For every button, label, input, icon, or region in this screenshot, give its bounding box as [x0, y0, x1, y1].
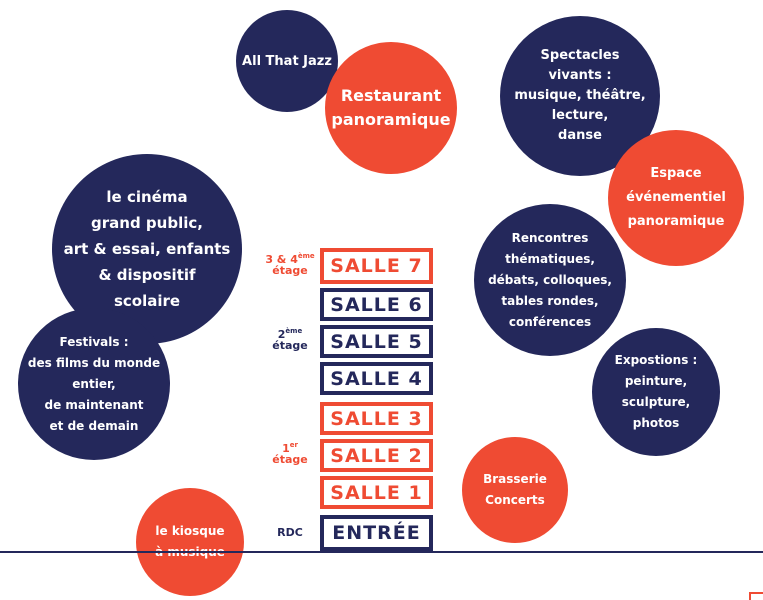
floor-salle-4: SALLE 4 — [320, 362, 433, 395]
floor-salle-1-label: SALLE 1 — [330, 481, 423, 504]
level-1-etage: 1er étage — [268, 441, 312, 466]
bubble-festivals: Festivals : des films du monde entier, d… — [18, 308, 170, 460]
level-2-etage: 2ème étage — [268, 327, 312, 352]
floor-salle-6-label: SALLE 6 — [330, 293, 423, 316]
bubble-kiosque: le kiosque à musique — [136, 488, 244, 596]
bubble-rencontres-label: Rencontres thématiques, débats, colloque… — [488, 230, 612, 329]
bubble-spectacles-label: Spectacles vivants : musique, théâtre, l… — [514, 48, 646, 143]
level-1-word: étage — [272, 453, 308, 466]
level-3-4-number: 3 & 4 — [265, 253, 298, 266]
bubble-brasserie: Brasserie Concerts — [462, 437, 568, 543]
level-rdc: RDC — [270, 527, 310, 538]
level-3-4-word: étage — [272, 264, 308, 277]
bubble-brasserie-label: Brasserie Concerts — [483, 472, 547, 507]
floor-entree: ENTRÉE — [320, 515, 433, 551]
floor-salle-2-label: SALLE 2 — [330, 444, 423, 467]
level-3-4-etage: 3 & 4ème étage — [264, 252, 316, 277]
bubble-kiosque-label: le kiosque à musique — [155, 524, 225, 559]
floor-salle-4-label: SALLE 4 — [330, 367, 423, 390]
bubble-expositions: Expostions : peinture, sculpture, photos — [592, 328, 720, 456]
floor-salle-2: SALLE 2 — [320, 439, 433, 472]
floor-salle-7-label: SALLE 7 — [330, 255, 423, 277]
bubble-restaurant: Restaurant panoramique — [325, 42, 457, 174]
bubble-expositions-label: Expostions : peinture, sculpture, photos — [614, 353, 698, 430]
floor-entree-label: ENTRÉE — [332, 522, 421, 544]
ground-line — [0, 551, 763, 553]
bubble-all-that-jazz: All That Jazz — [236, 10, 338, 112]
bubble-all-that-jazz-label: All That Jazz — [242, 53, 332, 69]
bubble-restaurant-label: Restaurant panoramique — [331, 86, 451, 129]
level-1-number: 1 — [282, 442, 290, 455]
bubble-espace-label: Espace événementiel panoramique — [626, 166, 726, 229]
bubble-festivals-label: Festivals : des films du monde entier, d… — [27, 334, 161, 433]
floor-salle-7: SALLE 7 — [320, 248, 433, 284]
floor-salle-1: SALLE 1 — [320, 476, 433, 509]
level-1-suffix: er — [289, 441, 298, 449]
floor-salle-5-label: SALLE 5 — [330, 330, 423, 353]
floor-salle-3-label: SALLE 3 — [330, 407, 423, 430]
level-2-suffix: ème — [285, 327, 303, 335]
floor-salle-6: SALLE 6 — [320, 288, 433, 321]
level-2-number: 2 — [277, 328, 286, 341]
floor-salle-5: SALLE 5 — [320, 325, 433, 358]
level-3-4-suffix: ème — [297, 252, 315, 260]
bubble-spectacles: Spectacles vivants : musique, théâtre, l… — [500, 16, 660, 176]
floor-salle-3: SALLE 3 — [320, 402, 433, 435]
bubble-espace: Espace événementiel panoramique — [608, 130, 744, 266]
level-2-word: étage — [272, 339, 308, 352]
bubble-rencontres: Rencontres thématiques, débats, colloque… — [474, 204, 626, 356]
level-rdc-label: RDC — [277, 526, 303, 539]
corner-mark — [749, 592, 763, 600]
bubble-cinema-label: le cinéma grand public, art & essai, enf… — [63, 188, 231, 310]
bubble-cinema: le cinéma grand public, art & essai, enf… — [52, 154, 242, 344]
